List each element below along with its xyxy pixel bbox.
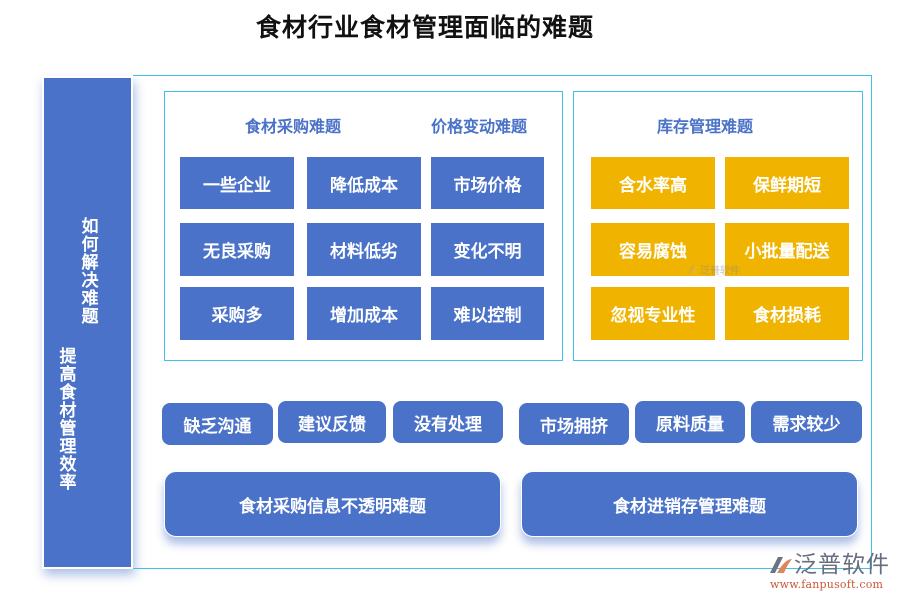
cell-bad-purchasing: 无良采购 [180,223,294,276]
cell-some-companies: 一些企业 [180,157,294,209]
heading-price-change: 价格变动难题 [431,117,528,136]
pill-low-demand: 需求较少 [751,401,862,443]
brand-url: www.fanpusoft.com [770,578,884,591]
pill-market-crowded: 市场拥挤 [519,403,629,445]
cell-market-price: 市场价格 [431,157,544,209]
sidebar-text-solve: 如何解决难题 [77,216,98,325]
heading-procurement: 食材采购难题 [245,117,342,136]
page-title: 食材行业食材管理面临的难题 [255,13,594,42]
cell-ignore-professionalism: 忽视专业性 [591,287,715,340]
cell-short-shelf-life: 保鲜期短 [725,157,849,209]
cell-hard-to-control: 难以控制 [431,287,544,340]
sidebar-banner: 如何解决难题 提高食材管理效率 [42,76,133,569]
cell-unclear-changes: 变化不明 [431,223,544,276]
pill-lack-communication: 缺乏沟通 [162,403,273,445]
cell-high-moisture: 含水率高 [591,157,715,209]
cell-poor-materials: 材料低劣 [307,223,421,276]
watermark-center-text: 泛普软件 [700,266,740,277]
inventory-management-problem: 食材进销存管理难题 [521,471,858,537]
cell-increase-cost: 增加成本 [307,287,421,340]
cell-reduce-cost: 降低成本 [307,157,421,209]
pill-suggestion-feedback: 建议反馈 [278,401,386,443]
brand-watermark: 泛普软件 www.fanpusoft.com [768,552,898,598]
heading-inventory: 库存管理难题 [657,117,754,136]
outer-frame [133,75,872,569]
cell-easy-spoil: 容易腐蚀 [591,223,715,276]
brand-name: 泛普软件 [794,552,890,578]
cell-over-purchasing: 采购多 [180,287,294,340]
sidebar-text-improve: 提高食材管理效率 [55,346,76,491]
procurement-info-opacity-problem: 食材采购信息不透明难题 [164,471,501,537]
pill-no-handling: 没有处理 [393,401,503,443]
cell-small-batch-delivery: 小批量配送 [725,223,849,276]
cell-food-loss: 食材损耗 [725,287,849,340]
pill-raw-material-quality: 原料质量 [635,401,745,443]
brand-logo-icon [770,557,792,573]
watermark-center: 泛普软件 [686,262,740,277]
brand-logo-icon [688,264,699,273]
